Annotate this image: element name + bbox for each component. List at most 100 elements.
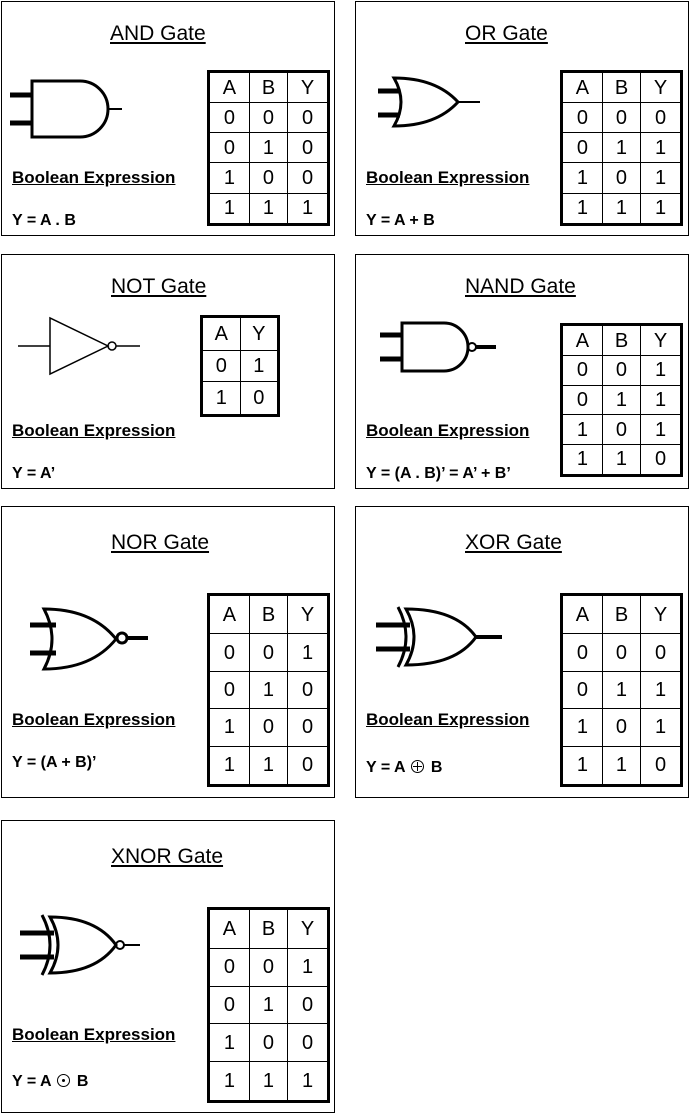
truth-table-cell: 1 [208,708,250,747]
truth-table-header-cell: A [208,593,250,635]
gate-title: OR Gate [465,22,548,45]
truth-table-header-cell: Y [287,593,329,635]
truth-table-cell: 0 [561,355,603,386]
truth-table-cell: 1 [287,1061,329,1102]
truth-table-cell: 0 [640,102,682,134]
xor-operator-icon [411,760,425,773]
truth-table-cell: 1 [640,708,682,747]
truth-table-cell: 0 [561,132,603,164]
truth-table-cell: 1 [601,443,642,477]
nand-gate-symbol-icon [380,321,496,373]
boolean-expression: Y = A + B [366,212,435,229]
truth-table-cell: 0 [248,708,289,747]
truth-table-cell: 1 [208,1061,250,1102]
expression-left: Y = A [12,1073,51,1090]
truth-table-cell: 0 [208,633,250,672]
boolean-expression: Y = A B [366,759,442,777]
truth-table-header-cell: A [208,908,250,949]
truth-table-header-cell: B [601,323,642,357]
truth-table-cell: 0 [561,670,603,710]
boolean-expression-label: Boolean Expression [12,1025,176,1044]
truth-table-cell: 1 [640,162,682,194]
truth-table-cell: 0 [248,162,289,194]
truth-table-cell: 1 [561,708,603,747]
truth-table-cell: 0 [248,947,289,987]
truth-table-header-cell: Y [640,593,682,635]
truth-table-cell: 0 [248,1023,289,1063]
truth-table-cell: 1 [640,132,682,164]
truth-table-cell: 1 [248,745,289,787]
truth-table-cell: 1 [208,162,250,194]
truth-table-cell: 1 [561,192,603,225]
gate-title: NOR Gate [111,531,210,554]
truth-table-cell: 0 [561,384,603,416]
truth-table-cell: 1 [208,192,250,225]
truth-table-cell: 0 [208,670,250,710]
truth-table-cell: 1 [561,162,603,194]
not-gate-symbol-icon [18,316,140,376]
truth-table-header-cell: A [561,593,603,635]
truth-table-cell: 1 [640,670,682,710]
boolean-expression-label: Boolean Expression [366,168,530,187]
truth-table-header-cell: A [561,70,603,104]
or-gate-symbol-icon [378,76,480,128]
truth-table-cell: 0 [601,633,642,672]
truth-table-cell: 1 [287,633,329,672]
truth-table-header-cell: A [201,316,241,351]
truth-table-cell: 1 [287,192,329,225]
truth-table-header-cell: B [248,908,289,949]
truth-table-cell: 1 [601,384,642,416]
truth-table-cell: 1 [601,670,642,710]
truth-table-cell: 0 [287,670,329,710]
boolean-expression: Y = A’ [12,465,56,482]
truth-table-cell: 1 [201,381,241,416]
truth-table-cell: 0 [287,102,329,134]
truth-table-header-cell: A [561,323,603,357]
xor-gate-symbol-icon [376,606,502,668]
truth-table-cell: 1 [208,745,250,787]
truth-table-cell: 0 [208,985,250,1025]
truth-table-header-cell: Y [640,70,682,104]
boolean-expression: Y = A . B [12,212,76,229]
boolean-expression: Y = A B [12,1073,88,1091]
truth-table-cell: 1 [248,670,289,710]
gate-title: NOT Gate [111,275,207,298]
truth-table-cell: 1 [561,443,603,477]
truth-table-header-cell: B [601,70,642,104]
boolean-expression: Y = (A . B)’ = A’ + B’ [366,465,511,482]
truth-table-cell: 0 [640,633,682,672]
truth-table-cell: 1 [640,355,682,386]
boolean-expression-label: Boolean Expression [12,421,176,440]
xnor-gate-symbol-icon [20,914,140,976]
gate-title: NAND Gate [465,275,576,298]
expression-right: B [76,1073,89,1090]
